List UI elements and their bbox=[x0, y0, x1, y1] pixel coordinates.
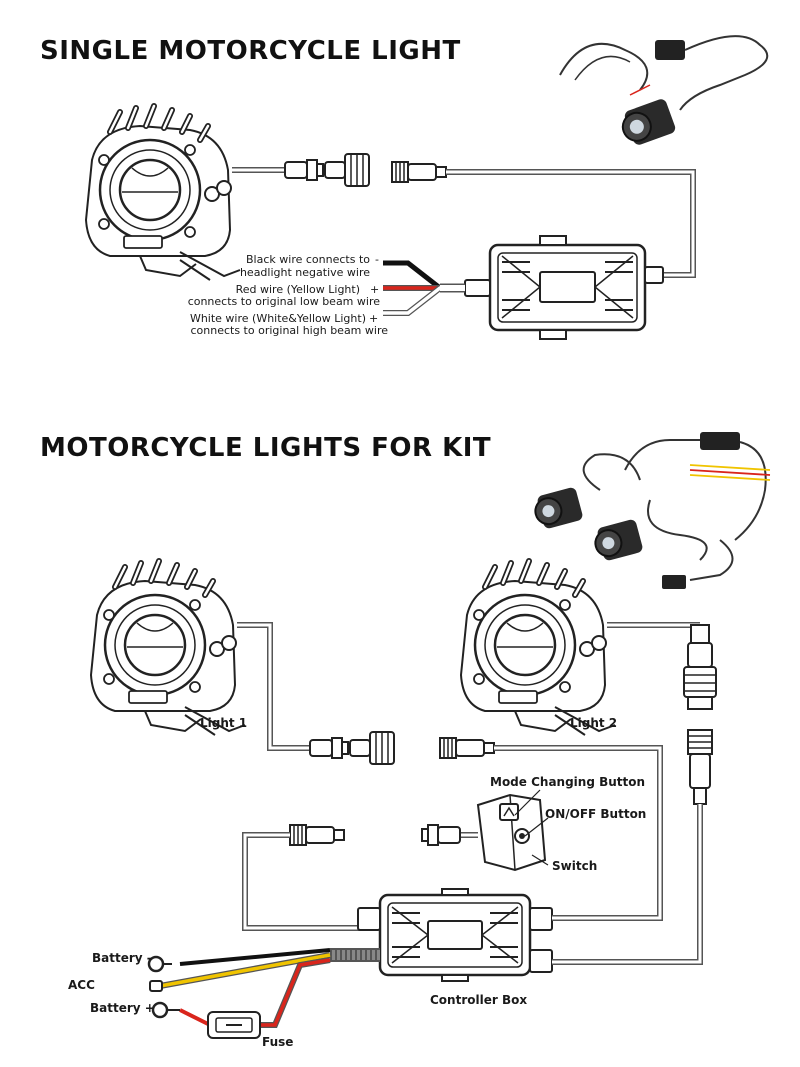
switch-module bbox=[476, 793, 547, 872]
annotation-red-wire: Red wire (Yellow Light) + connects to or… bbox=[188, 283, 381, 308]
label-mode-button: Mode Changing Button bbox=[490, 775, 645, 789]
annotation-white-line1: White wire (White&Yellow Light) bbox=[190, 312, 366, 325]
label-battery-neg: Battery - bbox=[92, 951, 152, 965]
annotation-black-polarity: - bbox=[375, 253, 379, 266]
label-switch: Switch bbox=[552, 859, 597, 873]
annotation-white-polarity: + bbox=[369, 312, 378, 325]
section-title-single: SINGLE MOTORCYCLE LIGHT bbox=[40, 36, 461, 66]
label-light-2: Light 2 bbox=[570, 716, 617, 730]
headlight-single bbox=[86, 106, 240, 280]
connector-thread-single bbox=[391, 161, 447, 183]
annotation-red-line2: connects to original low beam wire bbox=[188, 295, 381, 308]
connector-switch-thread bbox=[289, 824, 345, 846]
connector-thread-light2 bbox=[439, 737, 495, 759]
fuse-holder bbox=[207, 1011, 261, 1039]
controller-box-single bbox=[464, 235, 664, 340]
mode-button-icon bbox=[499, 803, 519, 821]
connector-socket-light1 bbox=[349, 731, 395, 765]
annotation-black-wire: Black wire connects to - headlight negat… bbox=[240, 253, 379, 279]
label-battery-pos: Battery + bbox=[90, 1001, 155, 1015]
label-controller-box: Controller Box bbox=[430, 993, 527, 1007]
annotation-black-line2: headlight negative wire bbox=[240, 266, 370, 279]
label-acc: ACC bbox=[68, 978, 95, 992]
label-onoff-button: ON/OFF Button bbox=[545, 807, 646, 821]
annotation-red-polarity: + bbox=[370, 283, 379, 296]
annotation-red-line1: Red wire (Yellow Light) bbox=[236, 283, 360, 296]
power-harness bbox=[159, 948, 380, 1028]
label-light-1: Light 1 bbox=[200, 716, 247, 730]
connector-vertical-thread bbox=[687, 729, 713, 805]
terminal-battery-neg bbox=[147, 955, 172, 973]
connector-plug-single bbox=[284, 159, 324, 181]
headlight-1 bbox=[91, 561, 245, 735]
terminal-battery-pos bbox=[151, 1001, 180, 1019]
headlight-2 bbox=[461, 561, 615, 735]
connector-plug-light1 bbox=[309, 737, 349, 759]
product-photo-single bbox=[559, 35, 769, 145]
section-title-kit: MOTORCYCLE LIGHTS FOR KIT bbox=[40, 433, 492, 463]
annotation-white-wire: White wire (White&Yellow Light) + connec… bbox=[190, 312, 388, 337]
product-photo-kit bbox=[534, 432, 771, 589]
terminal-acc bbox=[149, 980, 163, 992]
connector-switch-plug bbox=[421, 824, 461, 846]
annotation-black-line1: Black wire connects to bbox=[246, 253, 370, 266]
connector-socket-single bbox=[324, 153, 370, 187]
connector-vertical-light2 bbox=[683, 624, 717, 710]
controller-box-kit bbox=[357, 887, 590, 983]
annotation-white-line2: connects to original high beam wire bbox=[190, 324, 388, 337]
label-fuse: Fuse bbox=[262, 1035, 293, 1049]
